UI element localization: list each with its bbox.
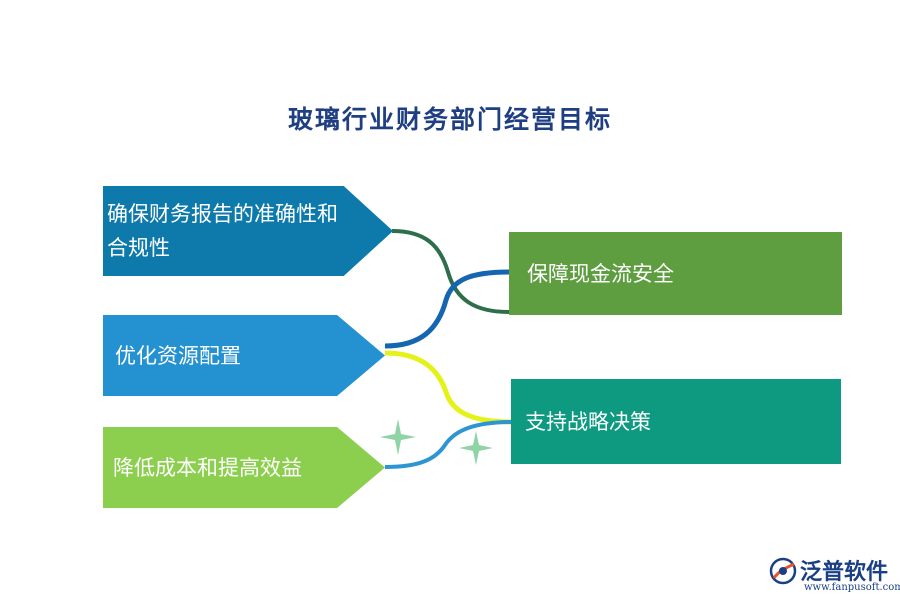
brand-logo: 泛普软件 www.fanpusoft.com [768, 552, 900, 596]
connector-left2-right1 [384, 269, 510, 349]
sparkle-decoration [459, 431, 493, 465]
goal-label-line1: 确保财务报告的准确性和 [107, 202, 338, 226]
brand-name: 泛普软件 [800, 560, 889, 585]
goal-cashflow-security: 保障现金流安全 [509, 232, 842, 315]
goal-resource-allocation: 优化资源配置 [103, 315, 385, 396]
goal-label: 支持战略决策 [525, 409, 651, 434]
goal-label: 降低成本和提高效益 [113, 455, 302, 480]
goal-strategic-decision: 支持战略决策 [511, 379, 841, 464]
goal-label: 保障现金流安全 [527, 261, 674, 286]
goal-cost-reduction: 降低成本和提高效益 [103, 427, 385, 508]
brand-url: www.fanpusoft.com [804, 582, 900, 593]
goal-label: 优化资源配置 [115, 343, 241, 368]
goal-financial-report-accuracy: 确保财务报告的准确性和 合规性 [103, 186, 393, 276]
connector-left2-right2 [384, 350, 513, 425]
connector-left1-right1 [391, 229, 510, 314]
connector-left3-right2 [384, 420, 513, 469]
sparkle-decoration [380, 419, 416, 455]
goal-label-line2: 合规性 [107, 236, 170, 260]
diagram-title: 玻璃行业财务部门经营目标 [287, 105, 612, 134]
brand-logo-icon [769, 557, 797, 585]
